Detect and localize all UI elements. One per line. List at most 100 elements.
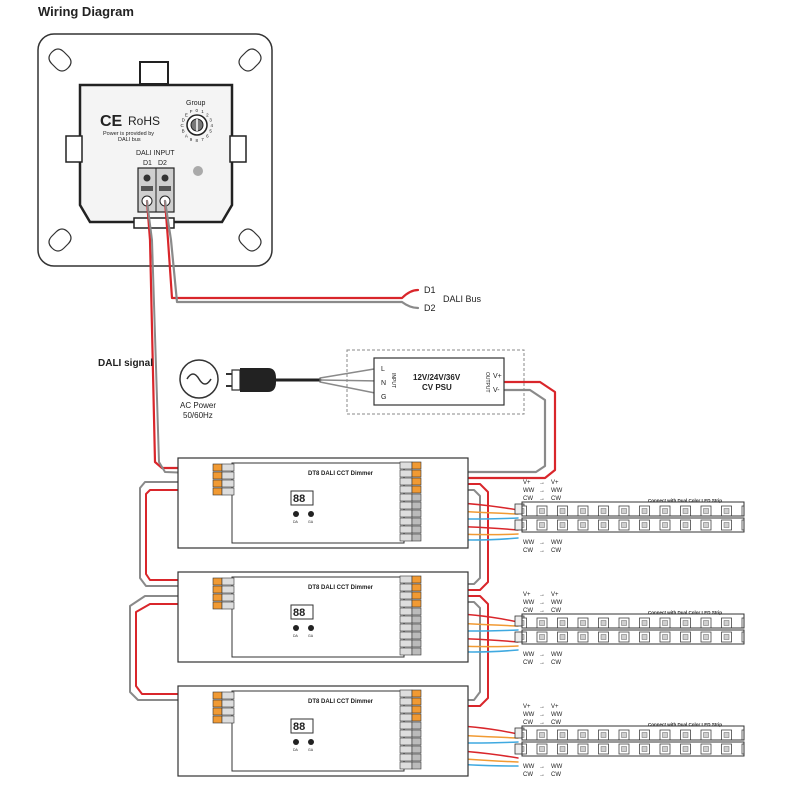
output-terminal [411, 461, 422, 470]
terminal-screw [399, 761, 413, 770]
terminal-screw [399, 647, 413, 656]
terminal-screw [399, 745, 413, 754]
input-terminal [212, 471, 223, 480]
ce-mark: CE [100, 113, 123, 130]
output-terminal [411, 615, 422, 624]
terminal-screw [221, 585, 235, 594]
group-digit: 0 [196, 108, 199, 113]
power-note-2: DALI bus [118, 137, 141, 143]
arrow-icon: → [539, 496, 545, 502]
output-terminal [411, 599, 422, 608]
psu: L N G INPUT 12V/24V/36V CV PSU OUTPUT V+… [346, 349, 525, 415]
input-terminal [212, 585, 223, 594]
terminal-screw [221, 577, 235, 586]
dimmer-body [231, 690, 405, 772]
output-terminal [411, 745, 422, 754]
terminal-screw [399, 639, 413, 648]
terminal-screw [399, 485, 413, 494]
group-label: Group [186, 100, 206, 107]
output-terminal [411, 517, 422, 526]
terminal-screw [221, 707, 235, 716]
dimmer-button[interactable] [293, 625, 299, 631]
arrow-icon: → [539, 720, 545, 726]
dimmer-button[interactable] [308, 625, 314, 631]
strip-wire-label: V+ [523, 480, 531, 486]
psu-title-2: CV PSU [422, 383, 452, 392]
page-title: Wiring Diagram [38, 4, 134, 19]
psu-vminus: V- [493, 387, 500, 394]
psu-title-1: 12V/24V/36V [413, 373, 461, 382]
button-label: GA [308, 634, 314, 638]
dimmer-button[interactable] [293, 739, 299, 745]
strip-wire-label: V+ [523, 704, 531, 710]
group-digit: 1 [201, 109, 204, 114]
dali-signal-label: DALI signal [98, 358, 153, 369]
strip-wire-label: CW [523, 548, 533, 554]
dimmer-button[interactable] [293, 511, 299, 517]
input-terminal [212, 601, 223, 610]
output-terminal [411, 477, 422, 486]
strip-wire-label: CW [523, 608, 533, 614]
strip-wire-label: WW [551, 540, 563, 546]
terminal-screw [221, 463, 235, 472]
strip-wire-label: V+ [551, 480, 559, 486]
d2-label: D2 [158, 160, 167, 167]
strip-wire-label: CW [551, 608, 561, 614]
status-led [193, 166, 203, 176]
terminal-screw [399, 469, 413, 478]
led-strip [521, 725, 745, 741]
dali-panel: CE RoHS Power is provided by DALI bus Gr… [37, 33, 273, 267]
group-digit: 9 [190, 137, 193, 142]
group-digit: 4 [211, 123, 214, 128]
strip-wire-label: WW [551, 488, 563, 494]
arrow-icon: → [539, 652, 545, 658]
input-terminal [212, 715, 223, 724]
arrow-icon: → [539, 600, 545, 606]
bus-d2-label: D2 [424, 303, 436, 313]
power-note-1: Power is provided by [103, 131, 154, 137]
arrow-icon: → [539, 540, 545, 546]
output-terminal [411, 623, 422, 632]
group-digit: 5 [209, 129, 212, 134]
led-strips: V+ → V+ WW → WW CW → CW Connect with Dual Color L… [514, 480, 745, 778]
terminal-screw [221, 699, 235, 708]
strip-title: Connect with Dual Color LED Strip [648, 610, 722, 615]
output-terminal [411, 509, 422, 518]
strip-wire-label: WW [551, 712, 563, 718]
dimmer-button[interactable] [308, 511, 314, 517]
group-digit: A [185, 134, 188, 139]
led-strip [521, 613, 745, 629]
output-terminal [411, 689, 422, 698]
strip-wire-label: CW [523, 496, 533, 502]
strip-wire-label: WW [523, 540, 535, 546]
psu-outline [346, 349, 525, 415]
output-terminal [411, 697, 422, 706]
arrow-icon: → [539, 772, 545, 778]
psu-output: OUTPUT [484, 372, 490, 393]
group-digit: 3 [209, 117, 212, 122]
ac-label-2: 50/60Hz [183, 411, 213, 420]
dimmer-button[interactable] [308, 739, 314, 745]
arrow-icon: → [539, 704, 545, 710]
terminal-screw [399, 493, 413, 502]
output-terminal [411, 501, 422, 510]
strip-wire-label: V+ [551, 704, 559, 710]
psu-body [373, 357, 505, 406]
strip-wire-label: CW [523, 772, 533, 778]
dimmer-title: DT8 DALI CCT Dimmer [308, 585, 374, 591]
psu-vplus: V+ [493, 373, 502, 380]
strip-wire-label: WW [523, 764, 535, 770]
terminal-screw [399, 477, 413, 486]
led-strip [521, 741, 745, 757]
display-digits: 88 [293, 493, 305, 505]
terminal-screw [399, 607, 413, 616]
display-digits: 88 [293, 721, 305, 733]
group-digit: C [181, 123, 185, 128]
segment-display [290, 490, 314, 506]
arrow-icon: → [539, 592, 545, 598]
